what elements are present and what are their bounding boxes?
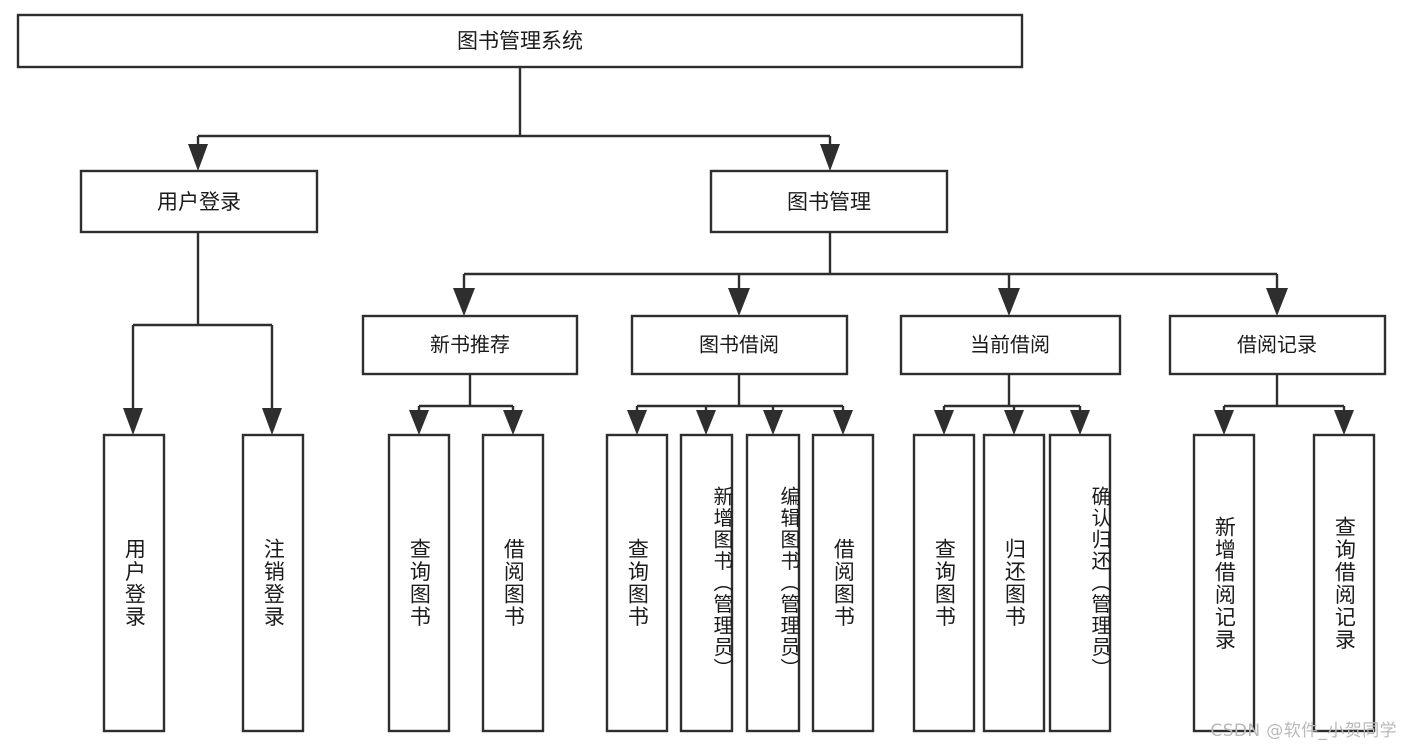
- label-new-book-recommend: 新书推荐: [430, 333, 510, 357]
- node-book-manage[interactable]: [709, 169, 949, 234]
- node-leaf-return-book[interactable]: [982, 433, 1046, 733]
- label-book-borrow: 图书借阅: [699, 333, 779, 357]
- label-user-login: 用户登录: [157, 190, 241, 214]
- arrow-head-leaf-user-login: [123, 408, 143, 435]
- arrow-head-leaf-query-book-2: [627, 410, 647, 435]
- label-borrow-record: 借阅记录: [1237, 333, 1317, 357]
- node-leaf-query-borrow-record[interactable]: [1312, 433, 1376, 733]
- arrow-head-leaf-edit-book-admin: [763, 410, 783, 435]
- arrow-head-leaf-borrow-book-2: [833, 410, 853, 435]
- arrow-head-leaf-return-book: [1004, 410, 1024, 435]
- arrow-head-book-borrow: [728, 288, 750, 316]
- node-leaf-borrow-book-2[interactable]: [811, 433, 875, 733]
- arrow-head-book-manage: [820, 144, 840, 171]
- arrow-head-user-login: [188, 144, 208, 171]
- label-root: 图书管理系统: [457, 29, 583, 53]
- label-current-borrow: 当前借阅: [970, 333, 1050, 357]
- node-leaf-logout[interactable]: [241, 433, 305, 733]
- node-current-borrow[interactable]: [899, 314, 1122, 376]
- arrow-head-leaf-add-borrow-record: [1214, 410, 1234, 435]
- node-leaf-query-book-1[interactable]: [387, 433, 451, 733]
- arrow-head-borrow-record: [1266, 288, 1288, 316]
- node-leaf-add-borrow-record[interactable]: [1192, 433, 1256, 733]
- node-leaf-add-book-admin[interactable]: [679, 433, 734, 733]
- arrow-head-leaf-query-book-1: [409, 410, 429, 435]
- node-leaf-confirm-return-admin[interactable]: [1048, 433, 1112, 733]
- connector-group: [123, 67, 1354, 435]
- arrow-head-leaf-query-borrow-record: [1334, 410, 1354, 435]
- csdn-watermark: CSDN @软件_小贺同学: [1210, 721, 1397, 741]
- node-leaf-borrow-book-1[interactable]: [481, 433, 545, 733]
- node-box-group: [16, 13, 1387, 733]
- node-new-book-recommend[interactable]: [361, 314, 579, 376]
- node-leaf-edit-book-admin[interactable]: [745, 433, 801, 733]
- node-book-borrow[interactable]: [630, 314, 849, 376]
- node-user-login[interactable]: [79, 169, 319, 234]
- node-leaf-query-book-3[interactable]: [912, 433, 976, 733]
- horizontal-label-group: 图书管理系统 用户登录 图书管理 新书推荐 图书借阅 当前借阅 借阅记录: [157, 29, 1317, 357]
- node-leaf-user-login[interactable]: [102, 433, 166, 733]
- node-borrow-record[interactable]: [1168, 314, 1387, 376]
- arrow-head-leaf-confirm-return-admin: [1070, 410, 1090, 435]
- node-leaf-query-book-2[interactable]: [605, 433, 669, 733]
- arrow-head-new-book-recommend: [453, 288, 475, 316]
- arrow-head-leaf-query-book-3: [934, 410, 954, 435]
- arrow-head-leaf-borrow-book-1: [503, 410, 523, 435]
- node-root[interactable]: [16, 13, 1024, 69]
- label-book-manage: 图书管理: [787, 190, 871, 214]
- arrow-head-leaf-add-book-admin: [696, 410, 716, 435]
- arrow-head-leaf-logout: [262, 408, 282, 435]
- arrow-head-current-borrow: [998, 288, 1020, 316]
